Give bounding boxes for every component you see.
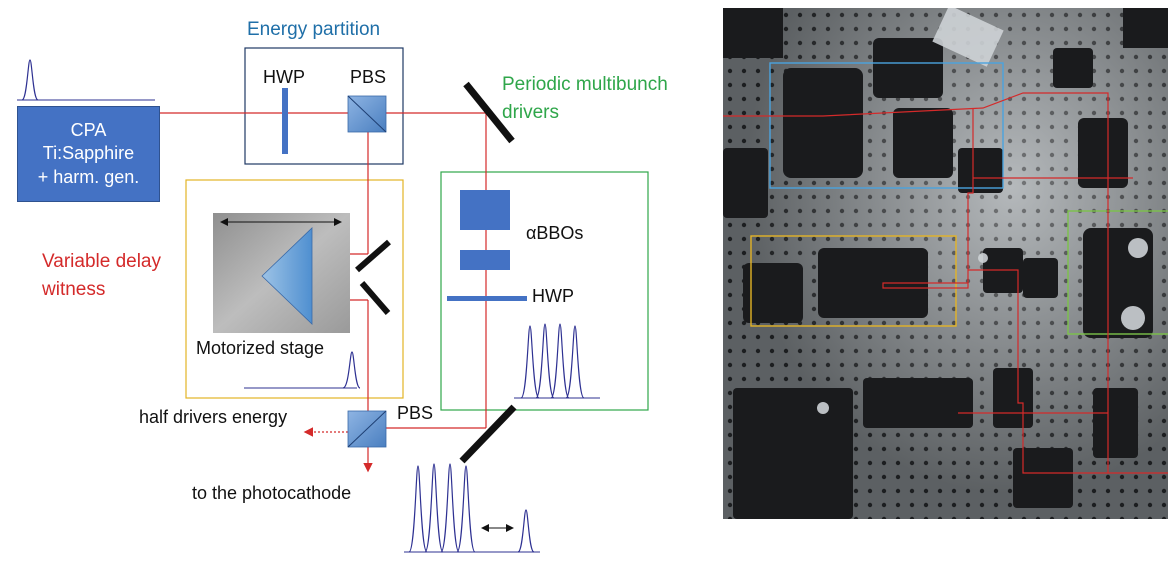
output-pulse-trace [404,463,540,553]
mirror-bottom [459,404,517,464]
hwp-top-label: HWP [263,67,305,87]
mirror-delay-lower [359,281,391,315]
cpa-label-line3: + harm. gen. [37,166,140,187]
photo-witness-box [750,235,957,327]
cpa-label-line1: CPA [70,119,107,140]
periodic-multibunch-label: Periodic multibunch [502,74,668,95]
drivers-label: drivers [502,102,560,123]
abbo-crystal-1 [460,190,510,230]
hwp-plate-green [447,296,527,301]
mirror-delay-upper [355,239,391,273]
hwp-green-label: HWP [532,286,574,306]
mirror-top [463,81,515,144]
photo-energy-partition-box [769,62,1004,189]
optical-layout-diagram [17,47,649,553]
multibunch-pulse-trace [514,323,600,399]
cpa-label-line2: Ti:Sapphire [42,143,135,164]
optical-table-photo [723,8,1168,519]
hwp-plate-top [282,88,288,154]
motorized-stage-label: Motorized stage [196,338,325,358]
energy-partition-box [244,47,404,165]
witness-pulse-trace [244,351,361,389]
variable-delay-label: Variable delay [42,251,162,272]
energy-partition-label: Energy partition [247,19,381,40]
abbos-label: αBBOs [526,223,584,243]
witness-label: witness [42,279,106,300]
pbs-cube-bottom [347,410,387,448]
motorized-stage [213,213,350,333]
abbo-crystal-2 [460,250,510,270]
half-drivers-energy-label: half drivers energy [139,407,288,427]
photo-drivers-box [1067,210,1168,335]
pbs-top-label: PBS [350,67,387,87]
pbs-bottom-label: PBS [397,403,434,423]
input-pulse-trace [17,59,155,101]
cpa-laser-source: CPA Ti:Sapphire + harm. gen. [17,106,160,202]
witness-delay-box [185,179,404,399]
pbs-cube-top [347,95,387,133]
to-photocathode-label: to the photocathode [192,483,352,503]
drivers-box [440,171,649,411]
